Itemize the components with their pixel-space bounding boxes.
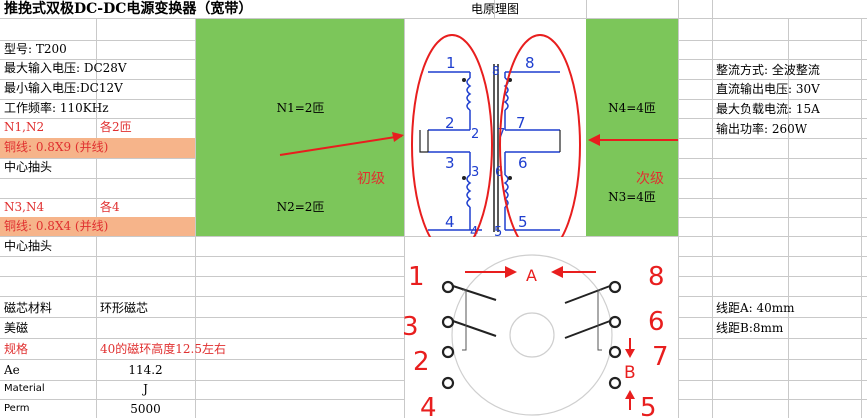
pin-4-sub-label: 4 — [470, 225, 478, 240]
primary-winding-wires — [428, 71, 482, 231]
secondary-label: 次级 — [636, 171, 664, 187]
hand-number-6: 6 — [648, 307, 665, 337]
max-input-voltage-cell: 最大输入电压: DC28V — [4, 61, 127, 75]
hand-number-4: 4 — [420, 393, 437, 418]
wire-spec-2-cell: 铜线: 0.8X4 (并线) — [0, 217, 195, 236]
schematic-label: 电原理图 — [470, 2, 519, 16]
schematic-background — [405, 19, 585, 236]
pin-8-label: 8 — [525, 54, 535, 72]
pin-6-label: 6 — [518, 154, 528, 172]
n2-turns-label: N2=2匝 — [276, 200, 325, 214]
pin-5-sub-label: 5 — [494, 225, 502, 240]
page-title: 推挽式双极DC-DC电源变换器（宽带） — [4, 1, 253, 17]
hand-number-2: 2 — [413, 347, 430, 377]
primary-pointer-arrow — [279, 135, 403, 156]
center-tap-1-cell: 中心抽头 — [4, 160, 53, 174]
pin-2-label: 2 — [445, 114, 455, 132]
ae-label-cell: Ae — [4, 363, 20, 377]
spec-value-cell: 40的磁环高度12.5左右 — [100, 342, 226, 356]
n1n2-value-cell: 各2匝 — [100, 120, 132, 134]
polarity-dot-8 — [508, 78, 512, 82]
pin-6-sub-label: 6 — [495, 165, 503, 180]
rectification-cell: 整流方式: 全波整流 — [716, 63, 820, 77]
pin-2-sub-label: 2 — [471, 127, 479, 142]
polarity-dot-3 — [462, 176, 466, 180]
perm-label-cell: Perm — [4, 403, 30, 414]
pin-8-sub-label: 8 — [492, 64, 500, 78]
dc-output-cell: 直流输出电压: 30V — [716, 82, 820, 96]
material-value-cell: J — [143, 382, 148, 396]
hand-number-7: 7 — [652, 342, 669, 372]
model-cell: 型号: T200 — [4, 42, 67, 56]
terminal-leads — [452, 285, 611, 339]
hand-number-3: 3 — [402, 312, 419, 342]
n3-turns-label: N3=4匝 — [608, 190, 656, 204]
hand-number-5: 5 — [640, 393, 657, 418]
polarity-dot-1 — [462, 78, 466, 82]
distance-a-label: A — [526, 266, 537, 285]
terminal-brackets — [462, 289, 602, 351]
pin-3-sub-label: 3 — [471, 165, 479, 180]
primary-label: 初级 — [357, 171, 385, 187]
core-material-value-cell: 环形磁芯 — [100, 301, 149, 315]
ae-value-cell: 114.2 — [128, 363, 163, 377]
hand-number-1: 1 — [408, 262, 425, 292]
wire-spec-1-cell: 铜线: 0.8X9 (并线) — [0, 138, 195, 158]
n1n2-label-cell: N1,N2 — [4, 120, 45, 134]
polarity-dot-6 — [508, 176, 512, 180]
center-tap-2-cell: 中心抽头 — [4, 239, 53, 253]
toroid-outer — [451, 254, 613, 416]
line-distance-a-cell: 线距A: 40mm — [716, 301, 795, 315]
material-label-cell: Material — [4, 383, 45, 394]
pin-4-label: 4 — [445, 213, 455, 231]
center-tap-links — [419, 130, 561, 153]
toroid-inner — [509, 312, 555, 358]
n-secondary-green-block — [586, 18, 678, 236]
hand-number-8: 8 — [648, 262, 665, 292]
output-power-cell: 输出功率: 260W — [716, 122, 808, 136]
spec-label-cell: 规格 — [4, 342, 29, 356]
n-primary-green-block — [195, 18, 406, 236]
n3n4-label-cell: N3,N4 — [4, 200, 45, 214]
n4-turns-label: N4=4匝 — [608, 101, 656, 115]
brand-cell: 美磁 — [4, 321, 29, 335]
pin-1-label: 1 — [446, 54, 456, 72]
pin-3-label: 3 — [445, 154, 455, 172]
line-distance-b-cell: 线距B:8mm — [716, 321, 784, 335]
distance-b-label: B — [624, 363, 636, 383]
n1-turns-label: N1=2匝 — [276, 101, 325, 115]
core-material-label-cell: 磁芯材料 — [4, 301, 53, 315]
perm-value-cell: 5000 — [130, 402, 161, 416]
pin-7-label: 7 — [516, 114, 526, 132]
pin-5-label: 5 — [518, 213, 528, 231]
max-load-current-cell: 最大负载电流: 15A — [716, 102, 820, 116]
min-input-voltage-cell: 最小输入电压:DC12V — [4, 81, 123, 95]
frequency-cell: 工作频率: 110KHz — [4, 101, 109, 115]
n3n4-value-cell: 各4 — [100, 200, 120, 214]
